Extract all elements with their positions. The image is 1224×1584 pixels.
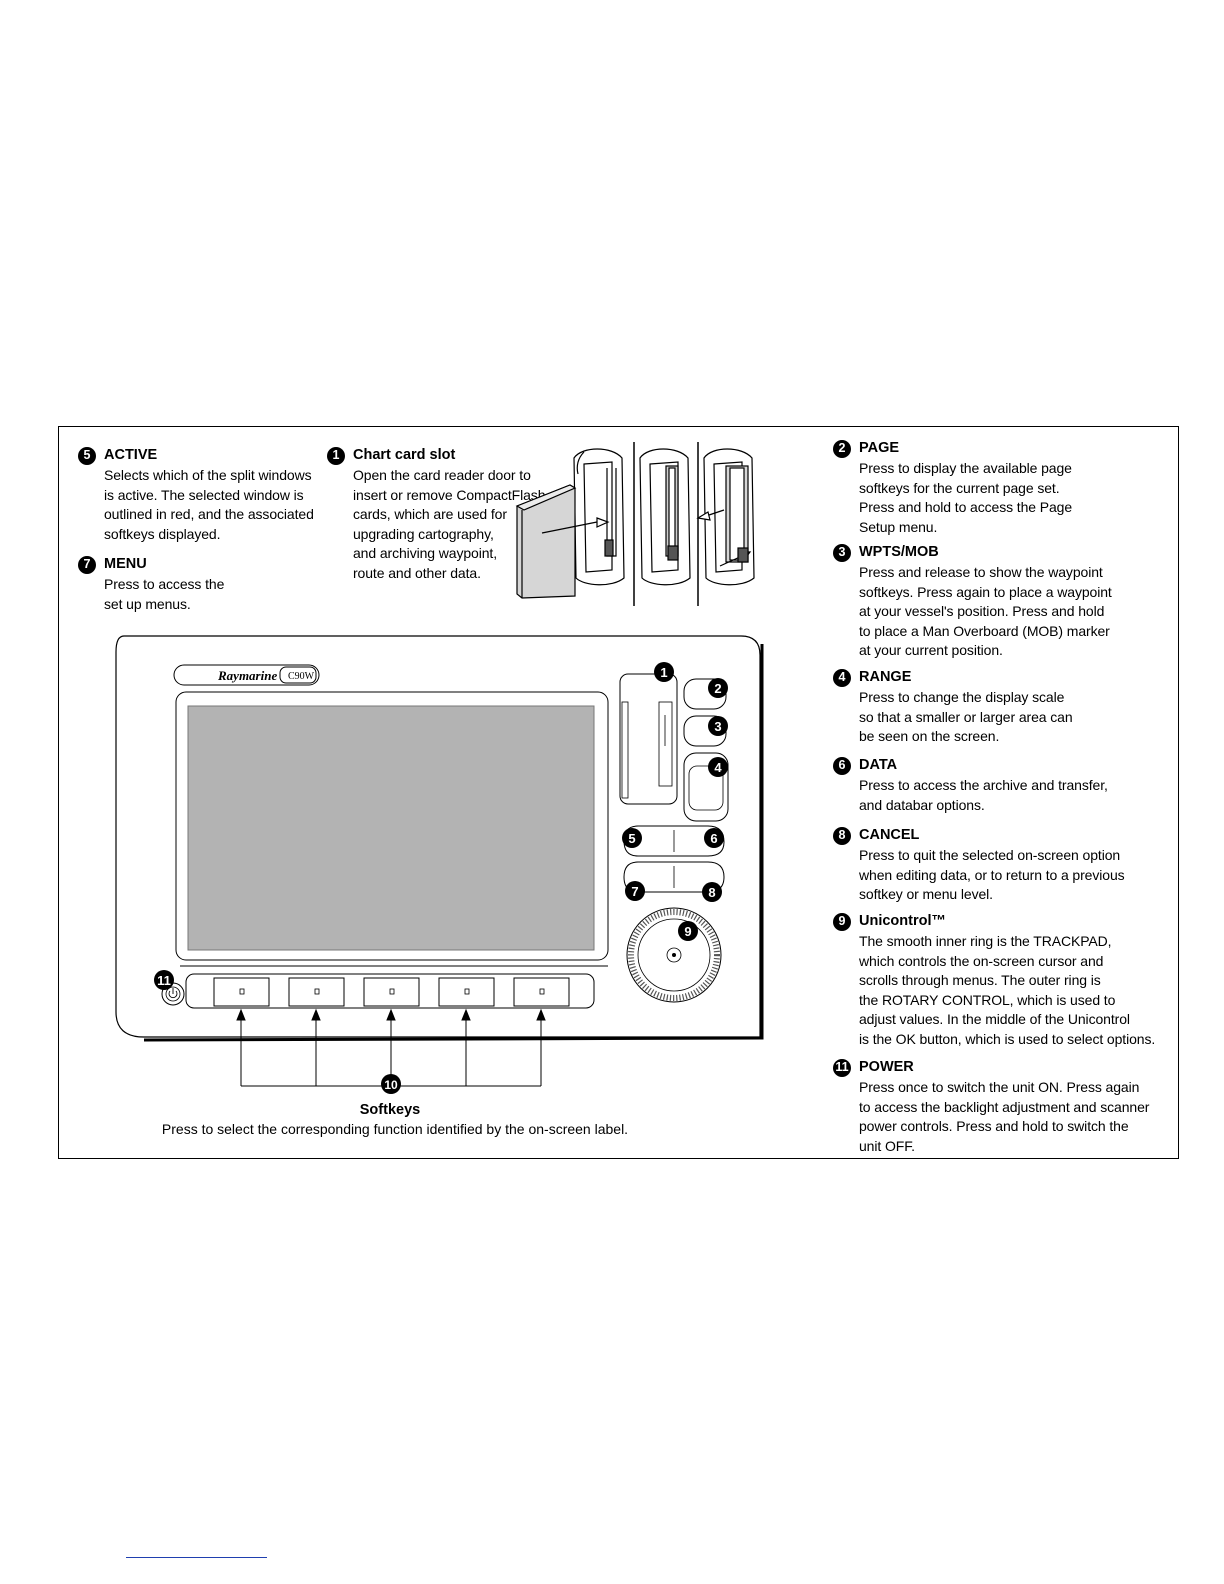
callout-number: 4 bbox=[833, 669, 851, 687]
callout-text: Selects which of the split windows is ac… bbox=[104, 467, 314, 542]
callout-text: The smooth inner ring is the TRACKPAD, w… bbox=[859, 933, 1156, 1047]
brand-plate bbox=[173, 664, 320, 686]
power-icon bbox=[168, 988, 178, 999]
marker-9: 9 bbox=[684, 924, 691, 939]
marker-7: 7 bbox=[631, 884, 638, 899]
callout-title: Unicontrol™ bbox=[859, 913, 946, 930]
callout-active: 5 ACTIVE Selects which of the split windo… bbox=[78, 446, 314, 544]
callout-number: 3 bbox=[833, 544, 851, 562]
callout-title: PAGE bbox=[859, 440, 900, 457]
display-screen bbox=[187, 705, 595, 951]
callout-text: Press to access the archive and transfer… bbox=[859, 777, 1108, 813]
model-badge: C90W bbox=[288, 671, 315, 682]
callout-text: Press to display the available page soft… bbox=[859, 460, 1073, 535]
marker-2: 2 bbox=[714, 681, 721, 696]
marker-6: 6 bbox=[710, 831, 717, 846]
callout-number: 9 bbox=[833, 913, 851, 931]
marker-1: 1 bbox=[660, 665, 667, 680]
callout-title: CANCEL bbox=[859, 827, 920, 844]
brand-logo: Raymarine bbox=[217, 668, 277, 683]
marker-4: 4 bbox=[714, 760, 722, 775]
callout-range: 4 RANGE Press to change the display scale… bbox=[833, 668, 1073, 747]
callout-text: Press to quit the selected on-screen opt… bbox=[859, 847, 1125, 902]
callout-power: 11 POWER Press once to switch the unit ON… bbox=[833, 1058, 1149, 1156]
callout-text: Press once to switch the unit ON. Press … bbox=[859, 1079, 1150, 1154]
callout-number: 8 bbox=[833, 827, 851, 845]
callout-unicontrol: 9 Unicontrol™ The smooth inner ring is th… bbox=[833, 912, 1155, 1049]
callout-number: 5 bbox=[78, 447, 96, 465]
softkey-1[interactable] bbox=[213, 977, 270, 1007]
footer-link-underline bbox=[126, 1557, 267, 1558]
callout-menu: 7 MENU Press to access the set up menus. bbox=[78, 555, 224, 614]
callout-title: ACTIVE bbox=[104, 447, 158, 464]
callout-data: 6 DATA Press to access the archive and tr… bbox=[833, 756, 1108, 815]
callout-text: Press and release to show the waypoint s… bbox=[859, 564, 1112, 658]
callout-text: Press to access the set up menus. bbox=[104, 576, 225, 612]
callout-text: Open the card reader door to insert or r… bbox=[353, 467, 546, 581]
callout-number: 1 bbox=[327, 447, 345, 465]
callout-number: 2 bbox=[833, 440, 851, 458]
softkeys-description: Press to select the corresponding functi… bbox=[161, 1121, 629, 1137]
chart-card-slot[interactable] bbox=[619, 673, 678, 805]
callout-title: DATA bbox=[859, 757, 898, 774]
callout-chart-card-slot: 1 Chart card slot Open the card reader do… bbox=[327, 446, 545, 583]
softkey-3[interactable] bbox=[363, 977, 420, 1007]
callout-title: MENU bbox=[104, 556, 147, 573]
callout-title: Chart card slot bbox=[353, 447, 456, 464]
softkey-4[interactable] bbox=[438, 977, 495, 1007]
marker-11: 11 bbox=[157, 973, 171, 988]
callout-title: WPTS/MOB bbox=[859, 544, 939, 561]
softkey-2[interactable] bbox=[288, 977, 345, 1007]
card-insert-illustration bbox=[515, 442, 755, 606]
marker-5: 5 bbox=[628, 831, 635, 846]
marker-10: 10 bbox=[384, 1078, 398, 1092]
softkey-5[interactable] bbox=[513, 977, 570, 1007]
callout-title: POWER bbox=[859, 1059, 914, 1076]
callout-wpts-mob: 3 WPTS/MOB Press and release to show the … bbox=[833, 543, 1112, 661]
callout-text: Press to change the display scale so tha… bbox=[859, 689, 1073, 744]
callout-page: 2 PAGE Press to display the available pag… bbox=[833, 439, 1072, 537]
callout-number: 11 bbox=[833, 1059, 851, 1077]
marker-3: 3 bbox=[714, 719, 721, 734]
softkeys-title: Softkeys bbox=[359, 1102, 421, 1118]
callout-title: RANGE bbox=[859, 669, 912, 686]
callout-number: 6 bbox=[833, 757, 851, 775]
callout-cancel: 8 CANCEL Press to quit the selected on-sc… bbox=[833, 826, 1125, 905]
callout-number: 7 bbox=[78, 556, 96, 574]
marker-8: 8 bbox=[708, 885, 715, 900]
device-diagram: Raymarine C90W 1 2 3 4 5 bbox=[115, 635, 764, 1094]
diagram-frame bbox=[58, 426, 1179, 1159]
